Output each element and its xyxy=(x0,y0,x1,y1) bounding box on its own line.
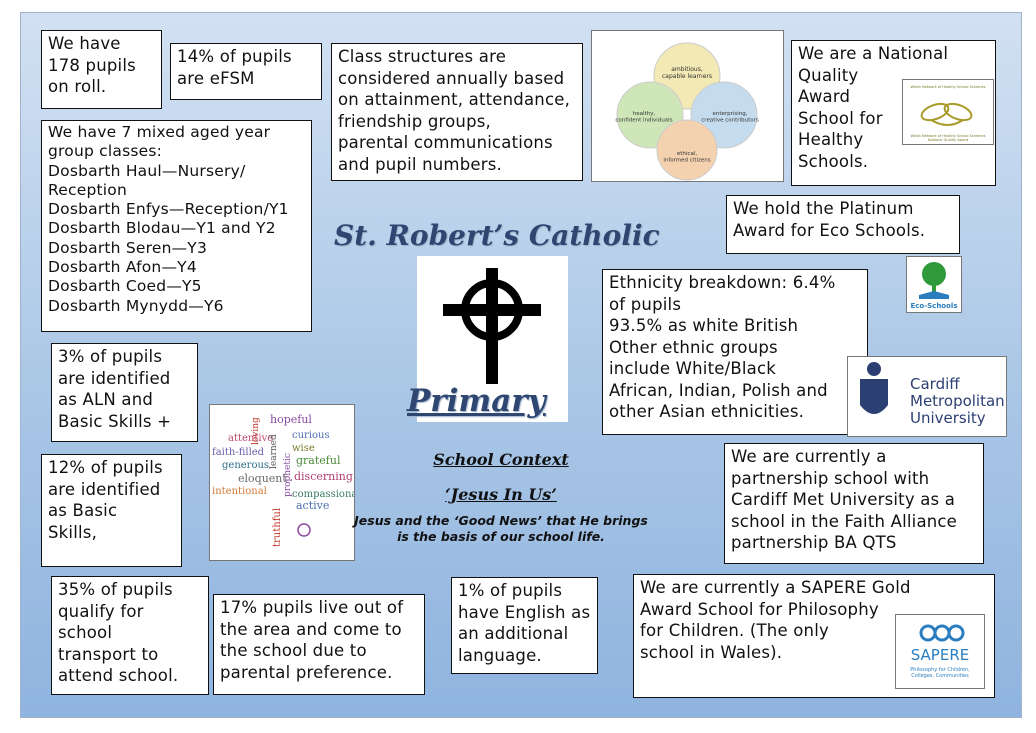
efsm-text: 14% of pupils are eFSM xyxy=(177,47,292,88)
word-compassionate: compassionate xyxy=(292,489,354,500)
mixed-classes-box: We have 7 mixed aged year group classes:… xyxy=(41,120,312,332)
word-learned: learned xyxy=(269,434,279,469)
word-curious: curious xyxy=(292,430,330,441)
circle-top-label: ambitious,capable learners xyxy=(662,66,712,80)
out-of-area-box: 17% pupils live out of the area and come… xyxy=(213,594,425,695)
word-intentional: intentional xyxy=(212,486,267,497)
cardiff-met-line1: Cardiff xyxy=(910,375,960,393)
basic-skills-text: 12% of pupils are identified as Basic Sk… xyxy=(48,458,163,542)
aln-text: 3% of pupils are identified as ALN and B… xyxy=(58,347,172,431)
basic-skills-box: 12% of pupils are identified as Basic Sk… xyxy=(41,454,182,567)
class-structures-text: Class structures are considered annually… xyxy=(338,47,571,174)
word-faith-filled: faith-filled xyxy=(212,447,265,458)
word-grateful: grateful xyxy=(296,454,341,467)
circle-bottom-label: ethical,informed citizens xyxy=(663,151,710,163)
curriculum-purposes-image: ambitious,capable learners healthy,confi… xyxy=(591,30,784,182)
word-discerning: discerning xyxy=(294,470,353,483)
school-title-line2: Primary xyxy=(407,383,546,419)
jesuit-emblem-icon xyxy=(297,523,311,537)
motto-description: Jesus and the ‘Good News’ that He brings… xyxy=(354,513,648,544)
cardiff-met-logo: Cardiff Metropolitan University xyxy=(847,356,1007,437)
context-poster: We have 178 pupils on roll. 14% of pupil… xyxy=(20,12,1022,718)
healthy-schools-logo: Welsh Network of Healthy School Schemes … xyxy=(902,79,994,145)
motto-heading: ‘Jesus In Us’ xyxy=(445,485,557,504)
pupils-on-roll-box: We have 178 pupils on roll. xyxy=(41,30,162,109)
eco-schools-logo: Eco-Schools xyxy=(906,256,962,313)
sapere-logo: SAPERE Philosophy for Children,Colleges,… xyxy=(895,614,985,689)
school-title-line1: St. Robert’s Catholic xyxy=(334,219,660,252)
word-eloquent: eloquent xyxy=(238,472,287,485)
celtic-cross-image xyxy=(417,256,568,422)
eal-text: 1% of pupils have English as an addition… xyxy=(458,581,591,665)
national-quality-box: We are a National Quality Award School f… xyxy=(791,40,996,186)
cardiff-met-line2: Metropolitan xyxy=(910,392,1005,410)
eal-box: 1% of pupils have English as an addition… xyxy=(451,577,598,674)
efsm-box: 14% of pupils are eFSM xyxy=(170,43,322,100)
word-loving: loving xyxy=(251,417,261,445)
circle-left-label: healthy,confident individuals xyxy=(615,111,672,123)
pupils-on-roll-text: We have 178 pupils on roll. xyxy=(48,34,136,96)
cardiff-met-line3: University xyxy=(910,409,986,427)
virtues-word-cloud: hopeful loving attentive curious faith-f… xyxy=(209,404,355,561)
sapere-logo-name: SAPERE xyxy=(911,646,969,664)
class-structures-box: Class structures are considered annually… xyxy=(331,43,583,181)
eco-logo-text: Eco-Schools xyxy=(910,302,957,310)
word-active: active xyxy=(296,499,329,512)
eco-schools-text: We hold the Platinum Award for Eco Schoo… xyxy=(733,199,926,240)
word-attentive: attentive xyxy=(228,433,273,444)
word-generous: generous xyxy=(222,460,269,471)
sapere-logo-tagline: Philosophy for Children,Colleges, Commun… xyxy=(910,667,970,679)
aln-box: 3% of pupils are identified as ALN and B… xyxy=(51,343,198,442)
mixed-classes-text: We have 7 mixed aged year group classes:… xyxy=(48,123,289,315)
healthy-logo-top-text: Welsh Network of Healthy School Schemes xyxy=(910,85,985,89)
word-truthful: truthful xyxy=(272,508,283,547)
national-quality-text: We are a National Quality Award School f… xyxy=(798,44,949,171)
ethnicity-box: Ethnicity breakdown: 6.4% of pupils 93.5… xyxy=(602,269,868,435)
partnership-box: We are currently a partnership school wi… xyxy=(724,443,984,564)
word-wise: wise xyxy=(292,443,315,454)
word-prophetic: prophetic xyxy=(283,453,293,497)
school-context-heading: School Context xyxy=(433,450,569,469)
eco-schools-box: We hold the Platinum Award for Eco Schoo… xyxy=(726,195,960,254)
sapere-text: We are currently a SAPERE Gold Award Sch… xyxy=(640,578,911,662)
ethnicity-text: Ethnicity breakdown: 6.4% of pupils 93.5… xyxy=(609,273,836,421)
circle-right-label: enterprising,creative contributors xyxy=(701,111,759,123)
transport-text: 35% of pupils qualify for school transpo… xyxy=(58,580,179,685)
transport-box: 35% of pupils qualify for school transpo… xyxy=(51,576,209,695)
partnership-text: We are currently a partnership school wi… xyxy=(731,447,958,552)
word-hopeful: hopeful xyxy=(270,413,312,426)
out-of-area-text: 17% pupils live out of the area and come… xyxy=(220,598,404,682)
